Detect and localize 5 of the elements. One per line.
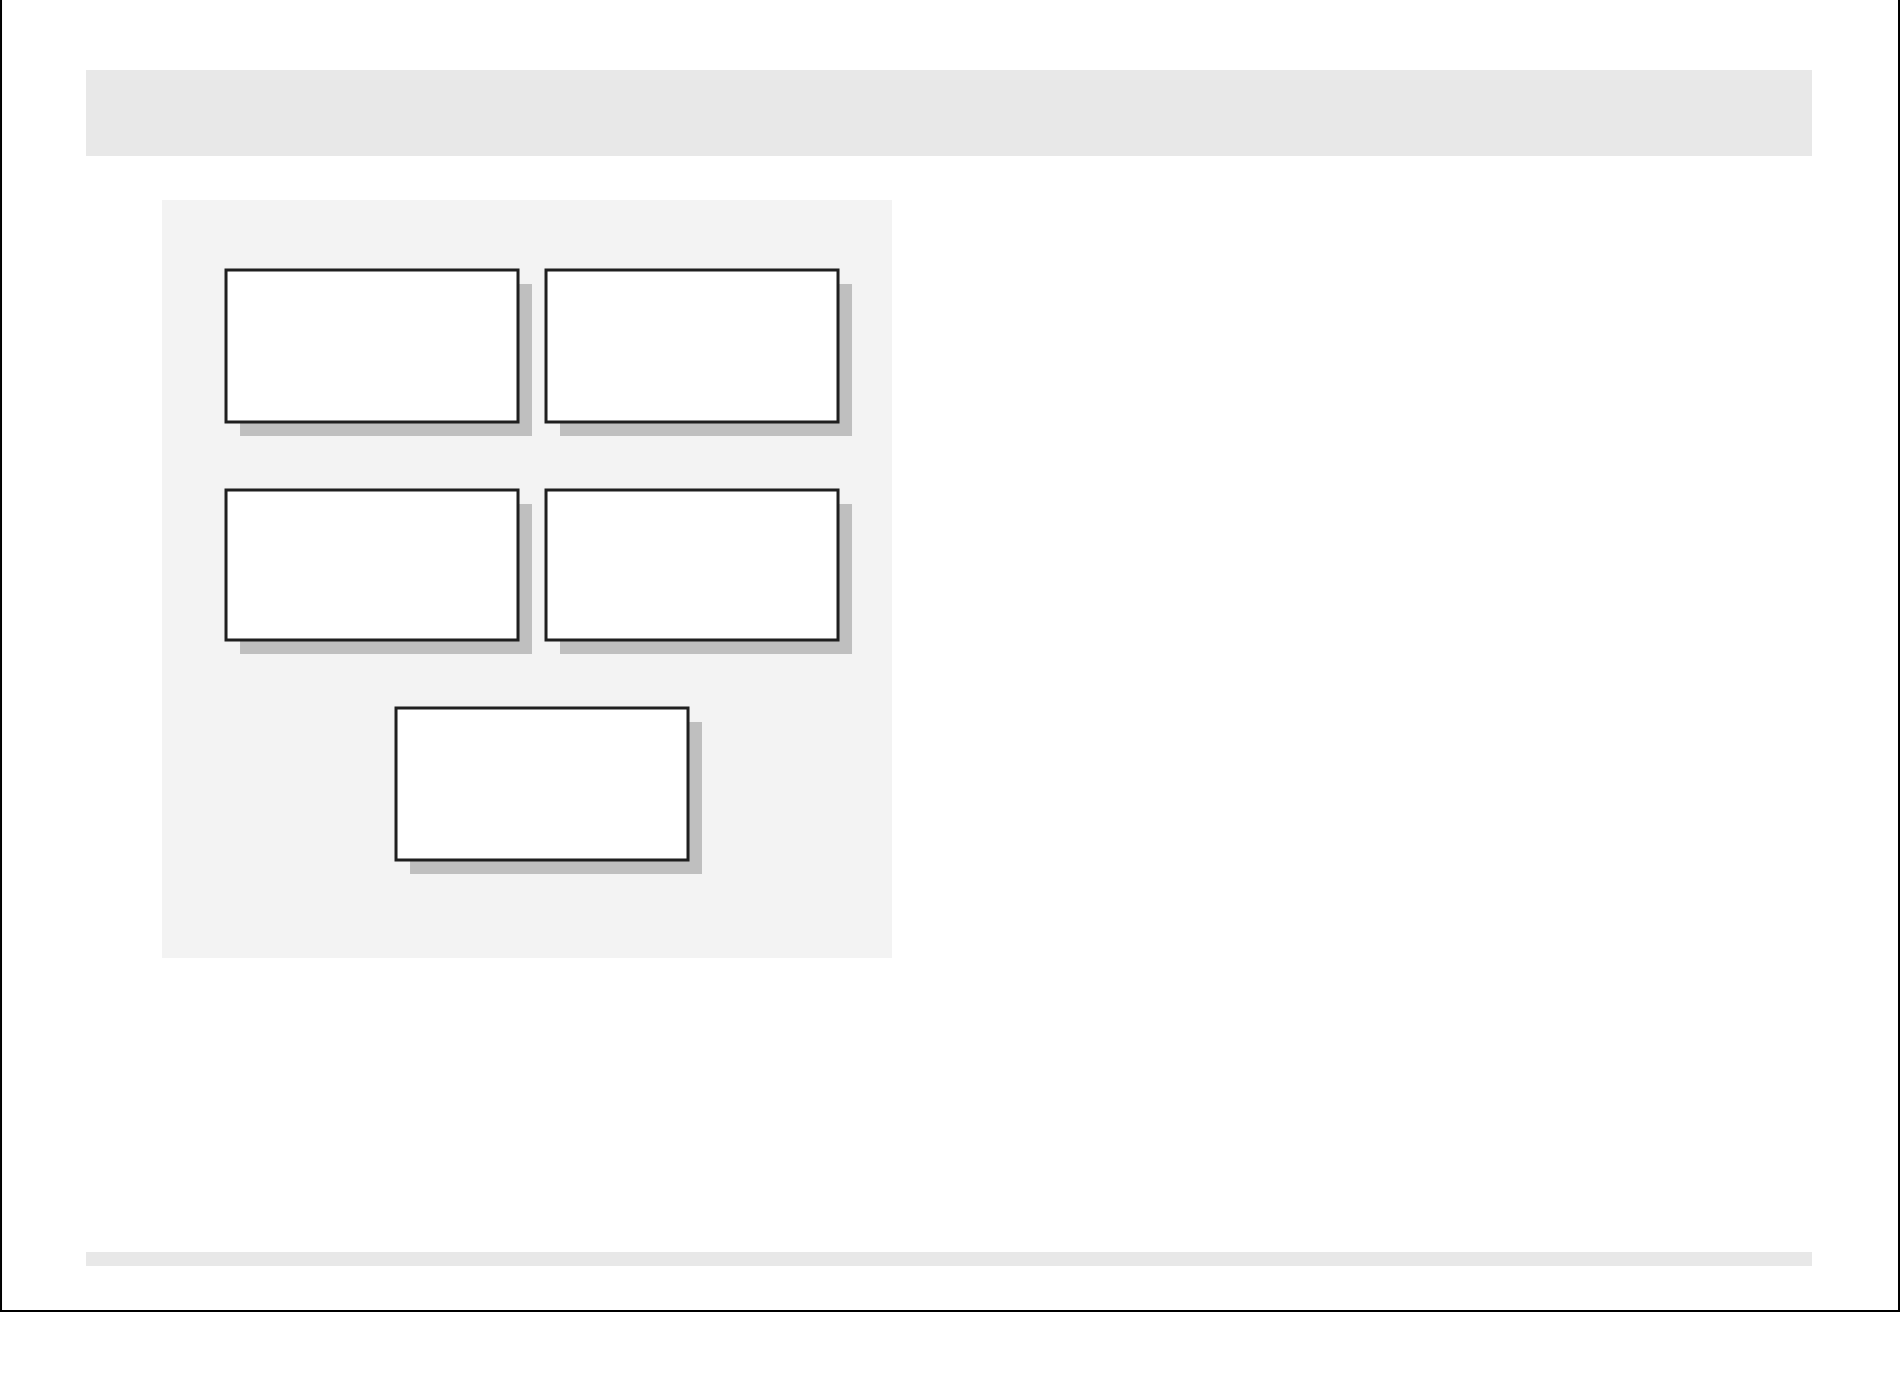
empty-box: [224, 268, 532, 436]
empty-box: [544, 488, 852, 654]
empty-box: [224, 488, 532, 654]
empty-box: [394, 706, 702, 874]
empty-box: [544, 268, 852, 436]
